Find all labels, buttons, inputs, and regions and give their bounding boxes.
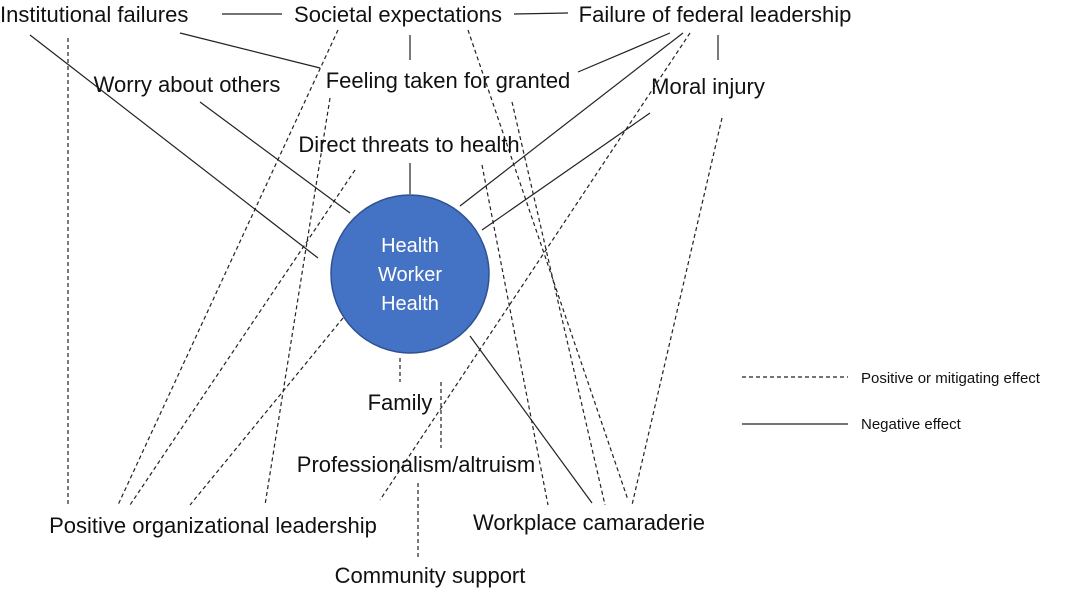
connector-moral-camaraderie xyxy=(631,117,723,506)
node-worry-about-others: Worry about others xyxy=(94,72,281,97)
node-societal-expectations: Societal expectations xyxy=(294,2,502,27)
node-workplace-camaraderie: Workplace camaraderie xyxy=(473,510,705,535)
node-failure-federal-leadership: Failure of federal leadership xyxy=(579,2,852,27)
connector-institutional-feeling xyxy=(179,32,321,69)
connector-federal-feeling xyxy=(577,32,671,73)
negative-connectors xyxy=(29,12,719,504)
node-community-support: Community support xyxy=(335,563,526,588)
connector-societal-federal xyxy=(513,12,569,15)
connector-threats-camaraderie xyxy=(481,164,549,506)
node-institutional-failures: Institutional failures xyxy=(0,2,188,27)
connector-moral-injury-center xyxy=(481,112,651,231)
connector-federal-center xyxy=(459,32,684,207)
positive-connectors xyxy=(67,29,723,558)
node-positive-org-leadership: Positive organizational leadership xyxy=(49,513,377,538)
node-moral-injury: Moral injury xyxy=(651,74,765,99)
node-labels: Institutional failures Societal expectat… xyxy=(0,2,851,588)
connector-worry-center xyxy=(199,101,351,214)
connector-feeling-camaraderie xyxy=(511,101,606,506)
connector-threats-org xyxy=(129,169,356,506)
center-circle xyxy=(330,194,490,354)
legend-negative-label: Negative effect xyxy=(861,416,962,433)
connector-federal-professionalism xyxy=(379,32,691,501)
node-feeling-taken-for-granted: Feeling taken for granted xyxy=(326,68,571,93)
center-line-3: Health xyxy=(381,293,439,315)
node-family: Family xyxy=(368,390,433,415)
legend-positive-label: Positive or mitigating effect xyxy=(861,370,1041,387)
center-line-2: Worker xyxy=(378,264,442,286)
node-professionalism: Professionalism/altruism xyxy=(297,452,535,477)
connector-societal-org xyxy=(117,29,339,506)
connector-center-org xyxy=(189,317,344,506)
connector-feeling-org xyxy=(264,97,331,506)
connector-societal-camaraderie xyxy=(467,29,629,501)
legend: Positive or mitigating effect Negative e… xyxy=(742,370,1041,433)
center-line-1: Health xyxy=(381,235,439,257)
center-node: Health Worker Health xyxy=(330,194,490,354)
connector-institutional-failures-center xyxy=(29,34,319,259)
node-direct-threats: Direct threats to health xyxy=(298,132,519,157)
